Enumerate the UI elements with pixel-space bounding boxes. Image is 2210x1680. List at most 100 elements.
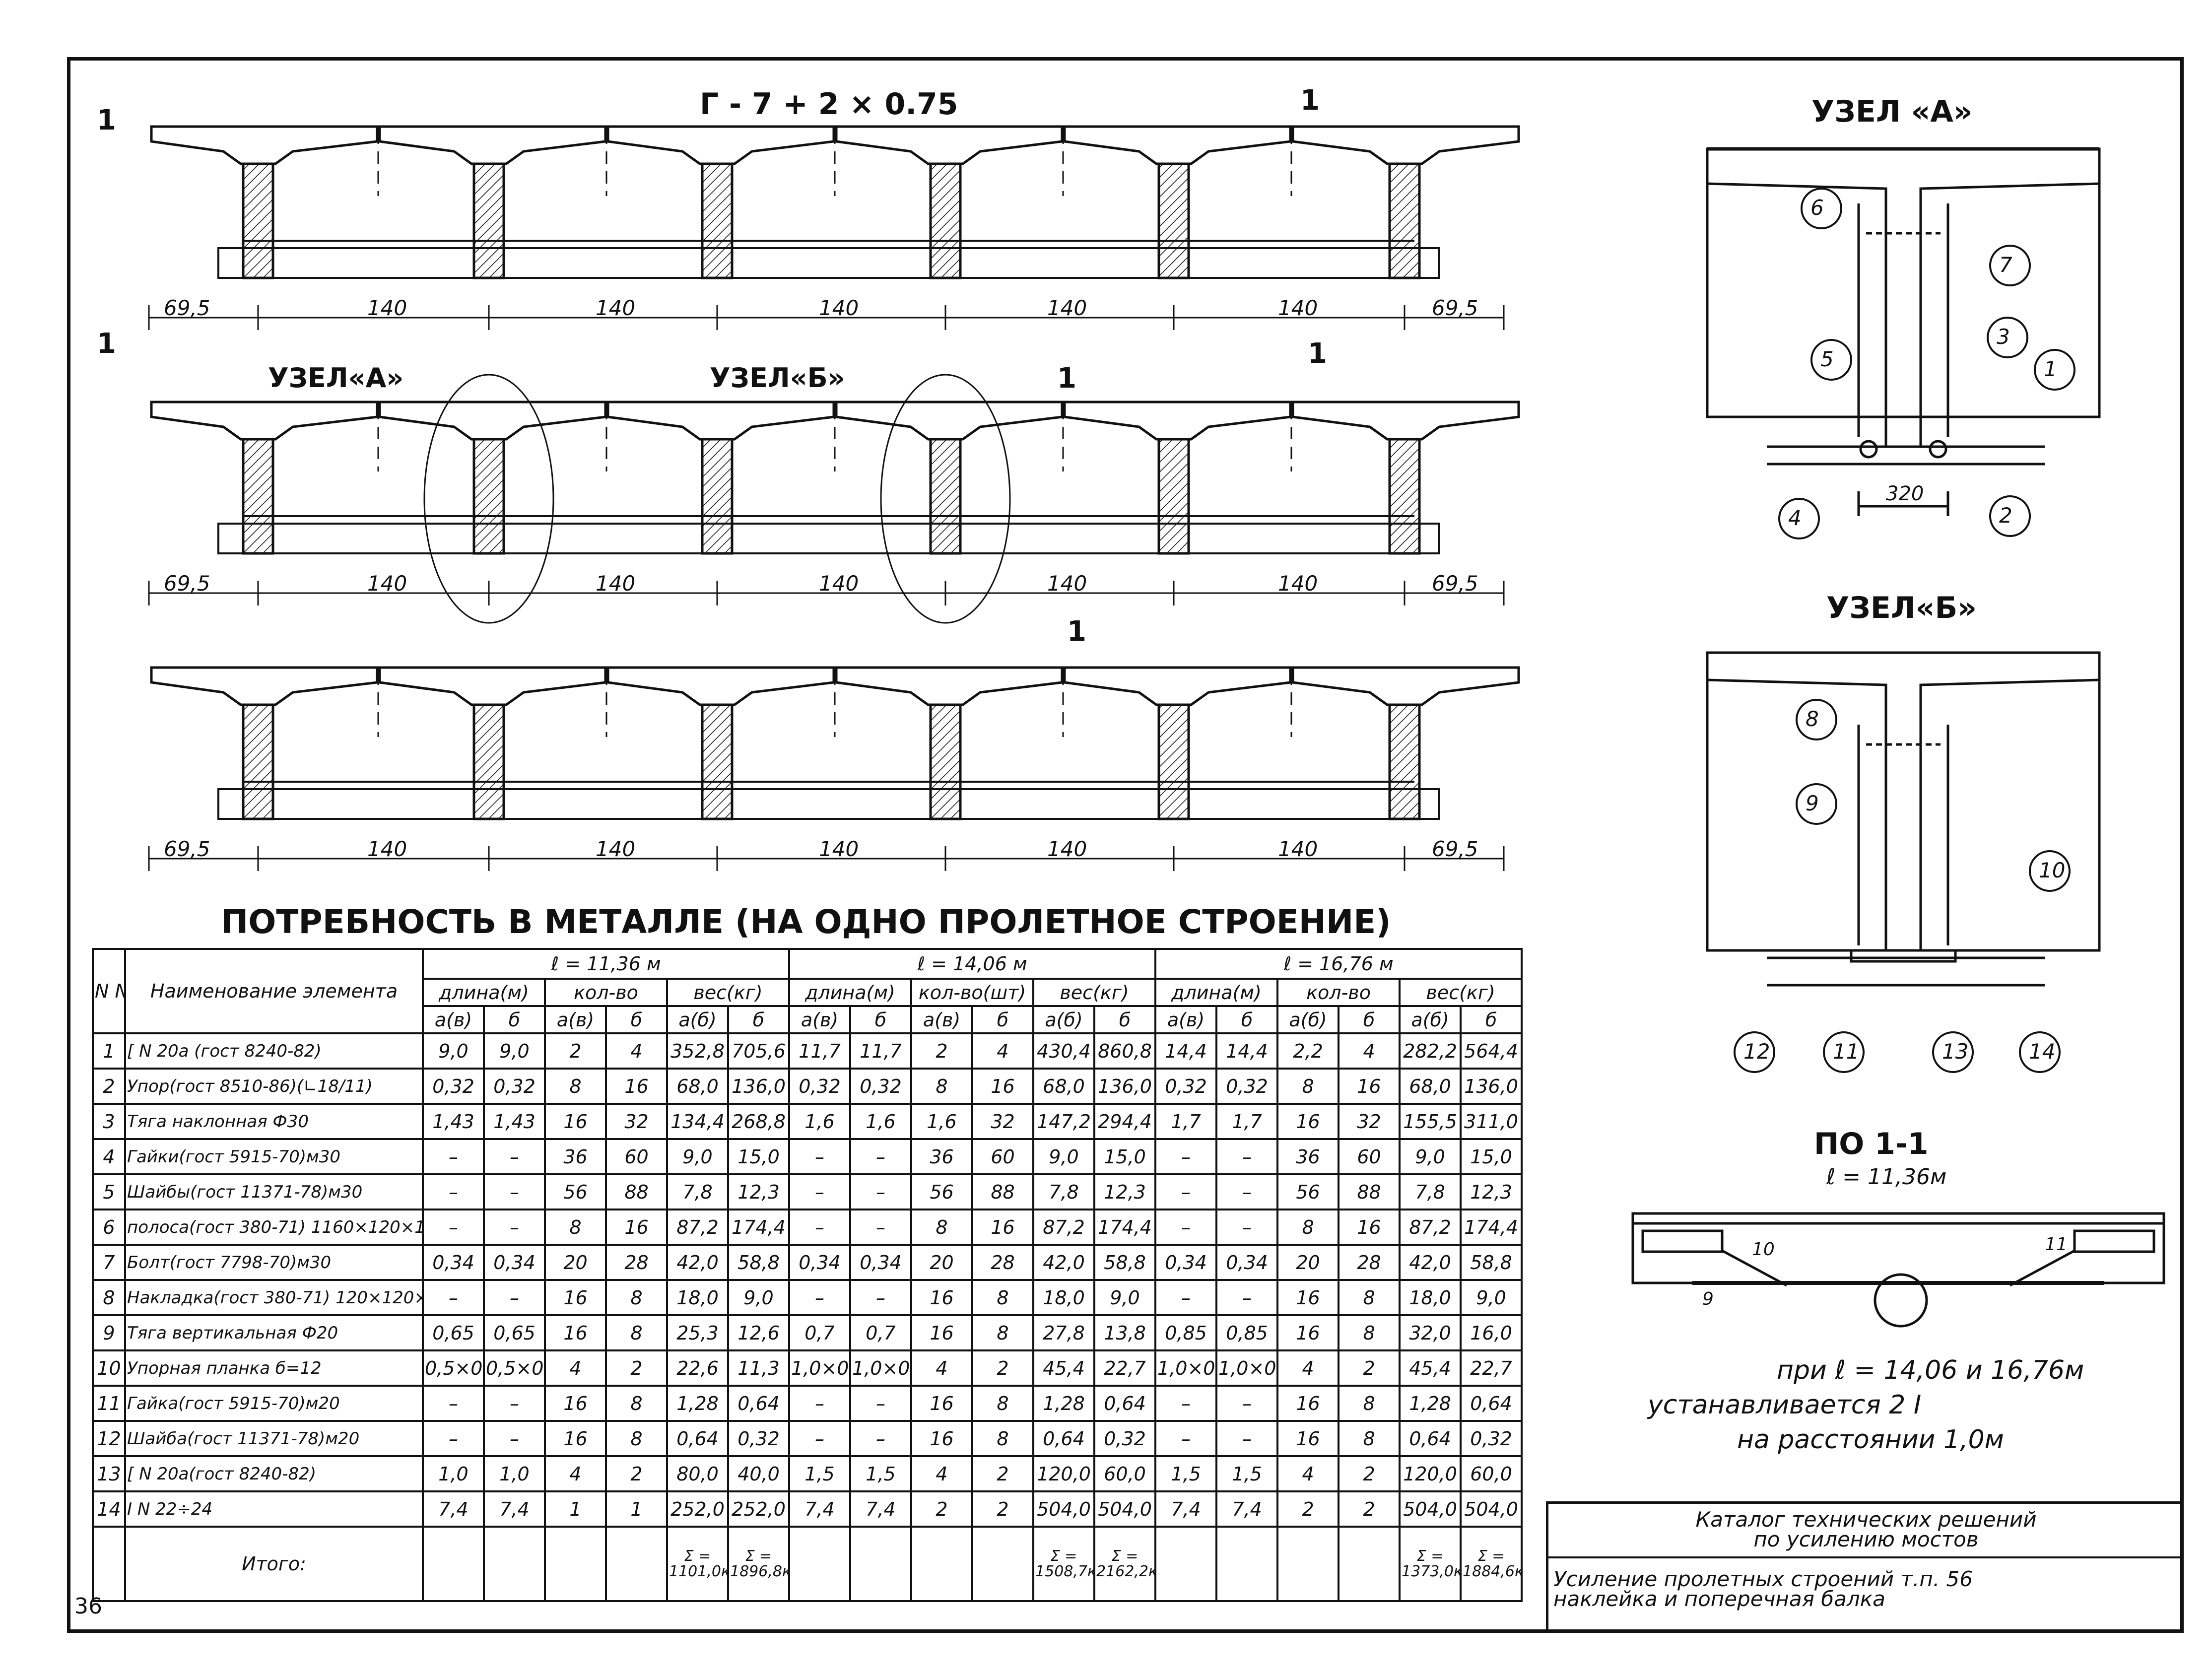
table-cell: 0,32 bbox=[849, 1068, 913, 1105]
table-cell: 16 bbox=[544, 1314, 607, 1351]
row-number: 8 bbox=[92, 1279, 126, 1316]
table-cell: 4 bbox=[1276, 1349, 1340, 1387]
section-label-10: 10 bbox=[1752, 1239, 1775, 1260]
sub-col-header: а(в) bbox=[544, 1005, 607, 1034]
table-cell: 2 bbox=[971, 1349, 1035, 1387]
table-cell: 0,32 bbox=[1460, 1420, 1523, 1457]
bridge-elevations bbox=[148, 125, 1520, 871]
table-cell: 16 bbox=[544, 1385, 607, 1422]
row-number: 3 bbox=[92, 1103, 126, 1140]
table-cell: 8 bbox=[544, 1068, 607, 1105]
table-cell: 8 bbox=[1276, 1209, 1340, 1246]
element-name: [ N 20а(гост 8240-82) bbox=[124, 1455, 424, 1492]
row-number: 11 bbox=[92, 1385, 126, 1422]
callout-number: 2 bbox=[1999, 503, 2012, 528]
table-cell: – bbox=[1215, 1209, 1279, 1246]
title-line-3: Усиление пролетных строений т.п. 56 bbox=[1553, 1567, 1973, 1591]
table-cell: 0,64 bbox=[1399, 1420, 1462, 1457]
callout-circle bbox=[1810, 339, 1852, 381]
table-cell: 27,8 bbox=[1032, 1314, 1096, 1351]
table-cell: 0,5×0,32 bbox=[483, 1349, 546, 1387]
table-cell: 32 bbox=[605, 1103, 668, 1140]
table-cell: 0,32 bbox=[727, 1420, 791, 1457]
table-cell: 504,0 bbox=[1399, 1490, 1462, 1528]
col-n-header: N N bbox=[92, 948, 126, 1034]
table-cell: 7,8 bbox=[1032, 1173, 1096, 1210]
section-note-2: устанавливается 2 I bbox=[1648, 1390, 1922, 1420]
table-cell: 32 bbox=[971, 1103, 1035, 1140]
table-cell: – bbox=[788, 1209, 852, 1246]
table-cell: 42,0 bbox=[666, 1244, 729, 1281]
table-cell: 1,6 bbox=[849, 1103, 913, 1140]
callout-circle bbox=[1989, 245, 2031, 286]
table-cell: 16 bbox=[544, 1103, 607, 1140]
table-cell: 16 bbox=[605, 1209, 668, 1246]
table-cell: – bbox=[1154, 1420, 1218, 1457]
table-cell: 4 bbox=[1338, 1032, 1401, 1070]
element-name: Шайба(гост 11371-78)м20 bbox=[124, 1420, 424, 1457]
element-name: Тяга вертикальная Ф20 bbox=[124, 1314, 424, 1351]
span-group-header: ℓ = 14,06 м bbox=[788, 948, 1157, 980]
table-cell: 14,4 bbox=[1215, 1032, 1279, 1070]
table-cell: – bbox=[483, 1385, 546, 1422]
table-cell: 2 bbox=[605, 1455, 668, 1492]
girder-web bbox=[242, 438, 274, 555]
table-cell: 40,0 bbox=[727, 1455, 791, 1492]
row-number: 10 bbox=[92, 1349, 126, 1387]
table-cell: 9,0 bbox=[727, 1279, 791, 1316]
empty-cell bbox=[1154, 1526, 1218, 1602]
table-cell: 352,8 bbox=[666, 1032, 729, 1070]
girder-web bbox=[472, 703, 505, 820]
table-cell: – bbox=[849, 1173, 913, 1210]
table-cell: – bbox=[788, 1385, 852, 1422]
table-cell: 0,32 bbox=[483, 1068, 546, 1105]
node-a-circle bbox=[423, 374, 554, 624]
dimension-label: 140 bbox=[1047, 571, 1087, 596]
callout-number: 1 bbox=[2044, 357, 2057, 381]
section-1-1-title: ПО 1-1 bbox=[1814, 1127, 1929, 1161]
sub-col-header: б bbox=[1338, 1005, 1401, 1034]
table-cell: 88 bbox=[971, 1173, 1035, 1210]
node-a-dim: 320 bbox=[1886, 482, 1924, 505]
table-cell: 60,0 bbox=[1460, 1455, 1523, 1492]
beam-slab bbox=[1291, 666, 1520, 706]
callout-circle bbox=[2034, 349, 2076, 391]
dimension-label: 140 bbox=[819, 571, 859, 596]
section-mark-right-1: 1 bbox=[1300, 84, 1320, 117]
table-cell: 4 bbox=[544, 1349, 607, 1387]
table-cell: 7,4 bbox=[849, 1490, 913, 1528]
table-cell: 16 bbox=[1338, 1068, 1401, 1105]
table-cell: 1,5 bbox=[1154, 1455, 1218, 1492]
table-cell: 0,65 bbox=[422, 1314, 485, 1351]
sub-col-header: а(в) bbox=[910, 1005, 974, 1034]
table-cell: – bbox=[483, 1173, 546, 1210]
sub-header: кол-во bbox=[1276, 978, 1401, 1007]
beam-slab bbox=[150, 125, 379, 165]
girder-web bbox=[242, 162, 274, 279]
table-cell: 252,0 bbox=[727, 1490, 791, 1528]
table-cell: – bbox=[788, 1173, 852, 1210]
table-cell: 2 bbox=[605, 1349, 668, 1387]
table-cell: – bbox=[483, 1209, 546, 1246]
table-cell: 0,64 bbox=[1032, 1420, 1096, 1457]
table-cell: 564,4 bbox=[1460, 1032, 1523, 1070]
empty-cell bbox=[422, 1526, 485, 1602]
table-cell: 16 bbox=[910, 1420, 974, 1457]
sub-header: вес(кг) bbox=[1032, 978, 1157, 1007]
element-name: Шайбы(гост 11371-78)м30 bbox=[124, 1173, 424, 1210]
table-cell: 9,0 bbox=[483, 1032, 546, 1070]
section-label-9: 9 bbox=[1702, 1289, 1714, 1309]
callout-circle bbox=[1778, 498, 1820, 539]
table-cell: 16 bbox=[910, 1279, 974, 1316]
table-cell: 60 bbox=[605, 1138, 668, 1175]
table-cell: 0,34 bbox=[849, 1244, 913, 1281]
table-cell: 268,8 bbox=[727, 1103, 791, 1140]
table-cell: 16 bbox=[544, 1420, 607, 1457]
table-cell: 2 bbox=[910, 1032, 974, 1070]
table-cell: 4 bbox=[910, 1455, 974, 1492]
table-cell: 0,34 bbox=[483, 1244, 546, 1281]
table-cell: 56 bbox=[910, 1173, 974, 1210]
